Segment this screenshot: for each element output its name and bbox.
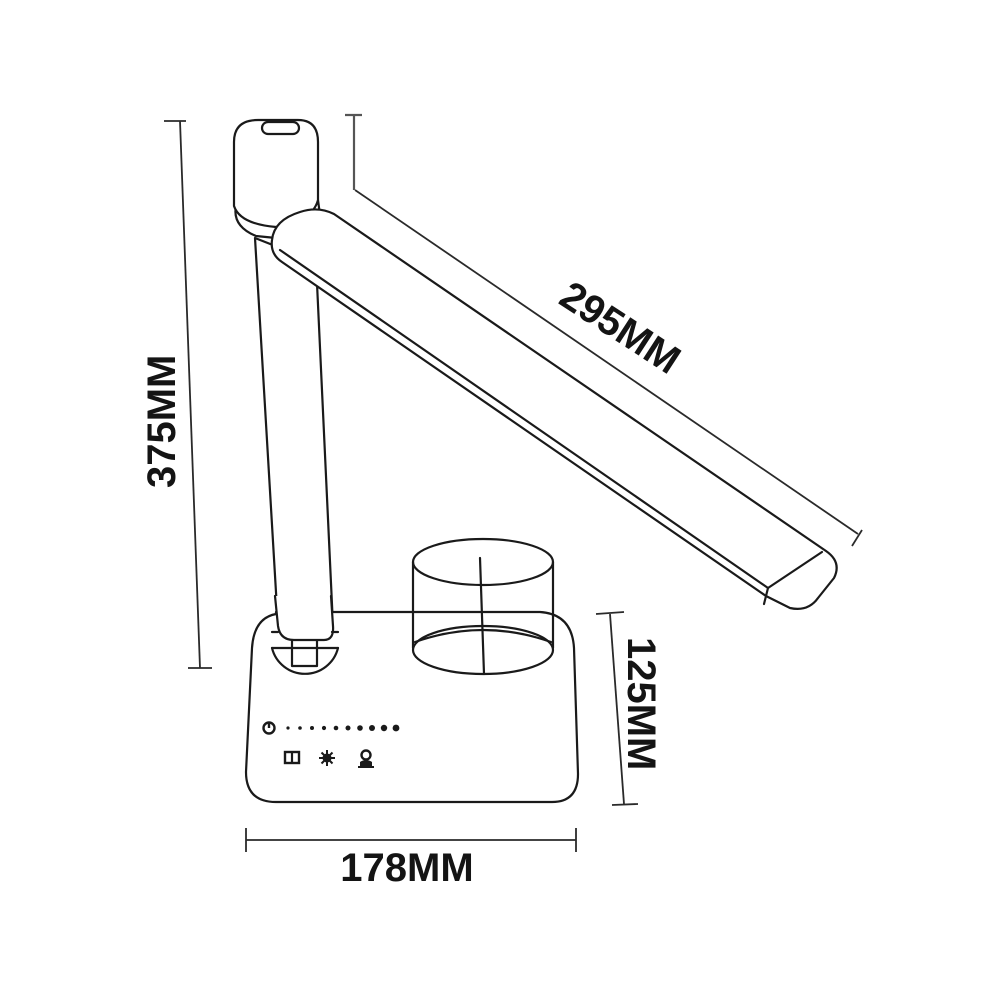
arm-length-dimension-line <box>345 113 863 547</box>
height-dimension-line <box>164 120 212 669</box>
pen-holder <box>411 537 555 676</box>
lamp-stem <box>253 236 335 642</box>
power-icon <box>262 721 276 735</box>
brightness-sun-icon <box>319 750 335 766</box>
base-depth-dimension-label: 125MM <box>619 637 663 771</box>
brightness-level-dots <box>286 724 400 732</box>
height-dimension-label: 375MM <box>140 354 184 488</box>
pivot-mount <box>270 646 340 675</box>
base-width-dimension-label: 178MM <box>340 846 474 890</box>
base-width-dimension-line <box>245 828 577 852</box>
reading-mode-icon <box>283 750 301 765</box>
head-slot <box>260 120 301 136</box>
control-panel <box>262 721 400 768</box>
base-depth-dimension-line <box>595 611 639 806</box>
lamp-arm <box>270 208 838 610</box>
lamp-mode-icon <box>358 749 374 768</box>
